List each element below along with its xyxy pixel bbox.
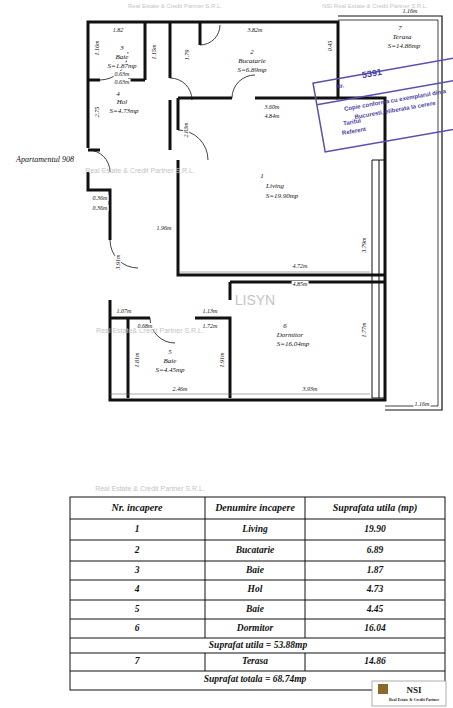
table-cell: 6.89 xyxy=(367,546,384,556)
dimension: 0.36m xyxy=(92,205,109,211)
table-cell: Hol xyxy=(248,585,263,595)
dimension: 1.77m xyxy=(361,322,367,339)
watermark: Real Estate & Credit Partner S.R.L. xyxy=(85,167,195,174)
dimension: 0.68m xyxy=(137,323,154,329)
dimension: 3.60m xyxy=(264,104,281,110)
room-label: Living xyxy=(265,183,285,190)
room-label: Hol xyxy=(116,99,129,106)
table-cell: Suprafat totala = 68.74mp xyxy=(204,675,307,685)
table-cell: 2 xyxy=(135,546,140,556)
room-label: S=14.86mp xyxy=(387,43,422,50)
room-label: 4 xyxy=(115,91,121,98)
table-cell: 6 xyxy=(135,624,140,634)
room-label: S=6.89mp xyxy=(236,67,267,74)
room-label: Dormitor xyxy=(276,332,304,339)
table-cell: 16.04 xyxy=(364,624,385,634)
dimension: 0.63m xyxy=(114,71,131,77)
dimension: 3.91m xyxy=(115,254,121,271)
watermark: Real Estate & Credit Partner S.R.L. xyxy=(95,485,205,492)
dimension: 2.83m xyxy=(183,122,189,139)
dimension: 2.46m xyxy=(172,386,189,392)
table-header: Denumire incapere xyxy=(215,503,295,513)
dimension: 1.82 xyxy=(112,27,125,33)
dimension: 1.07m xyxy=(116,308,133,314)
room-label: Bucatarie xyxy=(237,58,267,65)
room-label: Apartamentul 908 xyxy=(13,155,77,164)
room-label: Baie xyxy=(163,358,178,365)
table-cell: 14.86 xyxy=(364,657,385,667)
table-cell: 1.87 xyxy=(367,566,384,576)
table-cell: 5 xyxy=(135,605,140,615)
room-label: 2 xyxy=(249,49,255,56)
watermark: LISYN xyxy=(235,293,275,307)
table-cell: 1 xyxy=(135,525,140,535)
table-cell: 4 xyxy=(135,585,140,595)
dimension: 3.79m xyxy=(361,237,367,254)
dimension: 1.81m xyxy=(134,352,140,369)
dimension: 0.36m xyxy=(92,195,109,201)
table-cell: 3 xyxy=(135,566,140,576)
table-cell: Terasa xyxy=(242,657,268,667)
dimension: 4.85m xyxy=(292,281,309,287)
room-label: S=19.90mp xyxy=(265,193,300,200)
room-label: 1 xyxy=(259,173,265,180)
table-cell: 7 xyxy=(135,657,140,667)
room-label: S=4.73mp xyxy=(108,108,139,115)
dimension: 0.63m xyxy=(114,79,131,85)
dimension: 1.16m xyxy=(414,401,431,407)
room-label: Baie xyxy=(115,54,130,61)
watermark: Real Estate & Credit Partner S.R.L. xyxy=(128,3,222,9)
table-cell: Suprafat utila = 53.88mp xyxy=(209,641,307,651)
dimension: 3.82m xyxy=(247,27,264,33)
room-label: 6 xyxy=(282,323,288,330)
table-cell: Dormitor xyxy=(237,624,273,634)
dimension: 1.79 xyxy=(184,49,190,62)
dimension: 3.93m xyxy=(302,386,319,392)
dimension: 4.84m xyxy=(264,113,281,119)
dimension: 1.96m xyxy=(156,225,173,231)
room-label: 5 xyxy=(167,349,173,356)
stamp-text: 5391 xyxy=(361,68,382,80)
logo-text: Real Estate & Credit Partner xyxy=(389,698,439,702)
stamp-text: Nr. xyxy=(336,82,345,89)
room-label: 3 xyxy=(119,45,125,52)
room-label: S=1.87mp xyxy=(106,63,137,70)
table-cell: 4.45 xyxy=(367,605,384,615)
table-cell: Living xyxy=(242,525,267,535)
table-cell: Bucatarie xyxy=(236,546,275,556)
stamp-text: Tariful xyxy=(343,117,362,126)
dimension: 1.72m xyxy=(202,323,219,329)
table-cell: Baie xyxy=(246,605,264,615)
stamp-text: Referent xyxy=(341,126,366,136)
dimension: 1.13m xyxy=(202,308,219,314)
logo-text: NSI xyxy=(406,686,421,695)
room-label: 7 xyxy=(397,25,403,32)
dimension: 1.16m xyxy=(402,8,419,14)
room-label: S=16.04mp xyxy=(276,341,311,348)
dimension: 1.91m xyxy=(219,352,225,369)
table-cell: 4.73 xyxy=(367,585,384,595)
room-label: S=4.45mp xyxy=(154,367,185,374)
dimension: 1.15m xyxy=(151,44,157,61)
table-header: Nr. incapere xyxy=(111,503,162,513)
dimension: 1.16m xyxy=(94,40,100,57)
dimension: 2.75 xyxy=(94,106,100,119)
table-cell: 19.90 xyxy=(364,525,385,535)
dimension: 4.72m xyxy=(292,263,309,269)
dimension: 0.45 xyxy=(327,40,333,53)
table-cell: Baie xyxy=(246,566,264,576)
table-header: Suprafata utila (mp) xyxy=(333,503,417,513)
room-label: Terasa xyxy=(392,34,413,41)
